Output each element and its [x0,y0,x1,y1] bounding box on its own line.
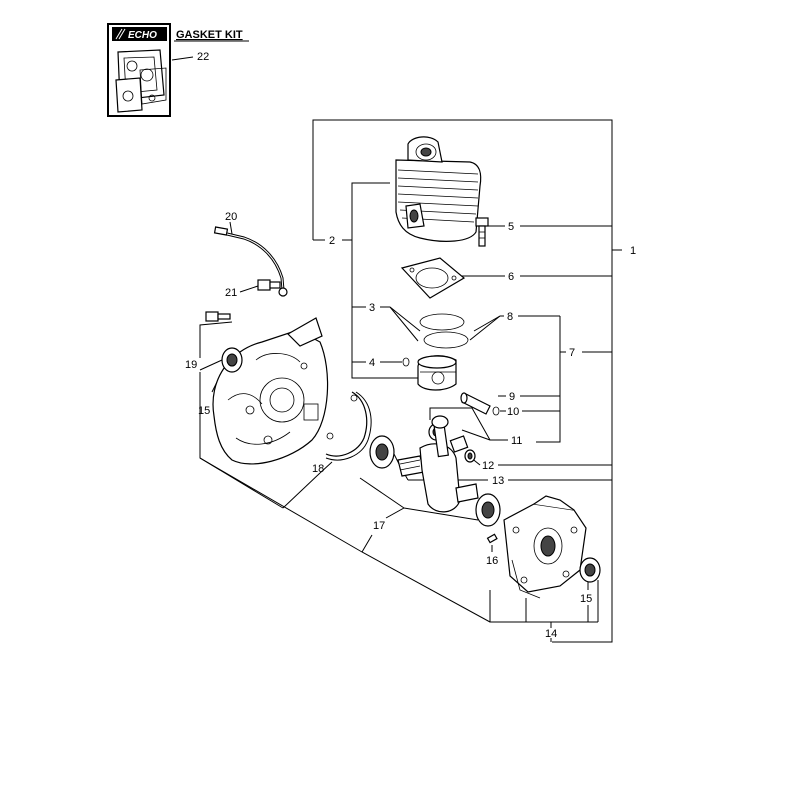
callout-7: 7 [569,347,575,359]
crankshaft-17-part [397,415,479,513]
piston-pin-9-part [460,392,491,415]
piston-clip-10-part [492,406,500,416]
brand-logo-text: ECHO [128,30,157,41]
cylinder-part [395,136,482,242]
callout-13: 13 [492,475,504,487]
crankcase-left-part [212,317,329,465]
gasket-kit-title: GASKET KIT [176,29,243,41]
piston-rings-3-part [419,313,469,349]
callout-4: 4 [369,357,375,369]
callout-14: 14 [545,628,557,640]
crankcase-right-part [503,495,587,599]
callout-21: 21 [225,287,237,299]
callout-15-right: 15 [580,593,592,605]
cylinder-bolt-5-part [475,217,489,247]
callout-19: 19 [185,359,197,371]
bearing-13-left-part [369,435,395,469]
dowel-pin-16-part [486,533,498,544]
ignition-wire-part [213,226,288,297]
callout-11: 11 [511,435,522,447]
callout-16: 16 [486,555,498,567]
callout-6: 6 [508,271,514,283]
callout-5: 5 [508,221,514,233]
gasket-kit-illustration [115,49,167,113]
bolt-21-part [257,279,281,291]
piston-clip-4-part [402,357,410,367]
callout-18: 18 [312,463,324,475]
callout-12: 12 [482,460,494,472]
callout-1: 1 [630,245,636,257]
oil-seal-15-right-part [579,557,601,583]
bearing-13-right-part [475,493,501,527]
callout-17: 17 [373,520,385,532]
leader-lines [199,119,622,643]
callout-9: 9 [509,391,515,403]
oil-seal-15-left-part [221,347,243,373]
crankcase-gasket-18-part [325,391,372,461]
gasket-kit-box: ECHO GASKET KIT 22 [107,23,249,117]
cylinder-gasket-6-part [400,257,466,299]
piston-part [417,355,457,391]
callout-15-left: 15 [198,405,210,417]
callout-10: 10 [507,406,519,418]
screw-19-part [205,311,231,322]
callout-3: 3 [369,302,375,314]
washer-12-part [464,449,476,463]
gasket-kit-part-number: 22 [197,51,209,63]
callout-labels: 1 2 3 4 5 6 7 8 9 10 11 12 13 14 15 15 1… [185,211,636,640]
echo-logo: ECHO [112,27,167,41]
callout-8: 8 [507,311,513,323]
callout-2: 2 [329,235,335,247]
callout-20: 20 [225,211,237,223]
